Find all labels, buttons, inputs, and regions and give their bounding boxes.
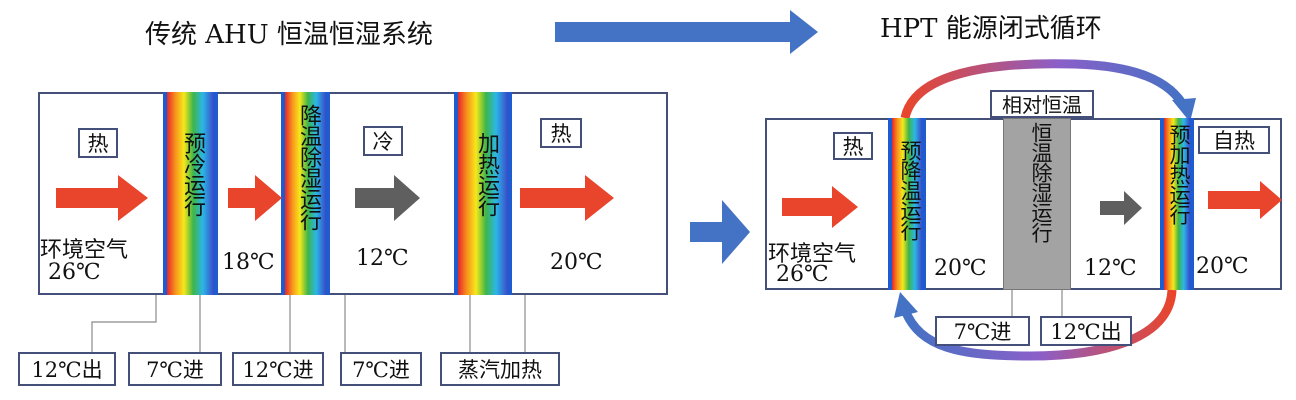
left-stage-tag-3: 热 xyxy=(540,118,582,148)
right-coil-preheat xyxy=(1160,118,1194,290)
right-temp-3: 20℃ xyxy=(1196,254,1249,279)
right-pipe-tag-2: 12℃出 xyxy=(1040,316,1132,346)
hot-air-arrow-3 xyxy=(520,175,614,221)
left-coil-dehumidify xyxy=(281,92,330,295)
right-coil-label-3: 预加热运行 xyxy=(1167,124,1191,224)
hot-air-arrow-1 xyxy=(56,175,148,221)
left-inlet-temp: 26℃ xyxy=(48,260,101,285)
hot-air-arrow-2 xyxy=(228,175,282,221)
left-coil-precool xyxy=(163,92,218,295)
heat-pump-loop-bottom xyxy=(900,289,1177,361)
right-pipe-lines xyxy=(1011,290,1063,316)
left-pipe-tag-1: 12℃出 xyxy=(18,352,116,386)
left-pipe-tag-4: 7℃进 xyxy=(340,352,422,386)
right-temp-2: 12℃ xyxy=(1084,256,1137,281)
left-temp-3: 20℃ xyxy=(550,250,603,275)
right-coil-precool xyxy=(888,118,926,290)
right-title: HPT 能源闭式循环 xyxy=(880,14,1102,44)
left-pipe-tag-3: 12℃进 xyxy=(232,352,324,386)
left-stage-tag-2: 冷 xyxy=(363,126,403,156)
right-temp-1: 20℃ xyxy=(934,256,987,281)
right-inlet-temp: 26℃ xyxy=(776,262,829,287)
right-stage-tag-2: 自热 xyxy=(1198,126,1270,154)
right-coil-label-1: 预降温运行 xyxy=(898,140,922,240)
left-stage-tag-1: 热 xyxy=(78,128,118,158)
right-cold-air-arrow xyxy=(1100,191,1142,225)
left-temp-1: 18℃ xyxy=(222,250,275,275)
process-flow-arrow-top xyxy=(555,10,818,54)
left-inlet-label: 环境空气 xyxy=(40,238,129,263)
left-pipe-lines xyxy=(91,295,526,352)
cold-air-arrow-1 xyxy=(355,175,420,221)
left-coil-heat xyxy=(454,92,512,295)
left-coil-label-2: 降温除湿运行 xyxy=(296,104,321,230)
right-hot-air-arrow-1 xyxy=(782,186,858,228)
right-inlet-label: 环境空气 xyxy=(768,242,857,267)
right-coil-label-2: 恒温除湿运行 xyxy=(1029,122,1053,242)
left-coil-label-1: 预冷运行 xyxy=(180,132,205,216)
right-coil-dehumidify xyxy=(1003,118,1071,290)
heat-pump-loop-bottom-head xyxy=(894,292,918,318)
left-coil-label-3: 加热运行 xyxy=(474,132,499,216)
heat-pump-loop-top-head xyxy=(1172,98,1196,122)
right-stage-tag-1: 热 xyxy=(833,132,873,160)
right-pipe-tag-1: 7℃进 xyxy=(935,316,1030,346)
left-pipe-tag-2: 7℃进 xyxy=(128,352,222,386)
heat-pump-loop-top xyxy=(900,59,1189,120)
left-pipe-tag-5: 蒸汽加热 xyxy=(440,352,560,386)
left-title: 传统 AHU 恒温恒湿系统 xyxy=(145,20,433,50)
left-temp-2: 12℃ xyxy=(356,246,409,271)
right-top-tag: 相对恒温 xyxy=(990,90,1094,118)
right-hot-air-arrow-2 xyxy=(1208,181,1282,219)
process-flow-arrow-middle xyxy=(690,200,750,264)
